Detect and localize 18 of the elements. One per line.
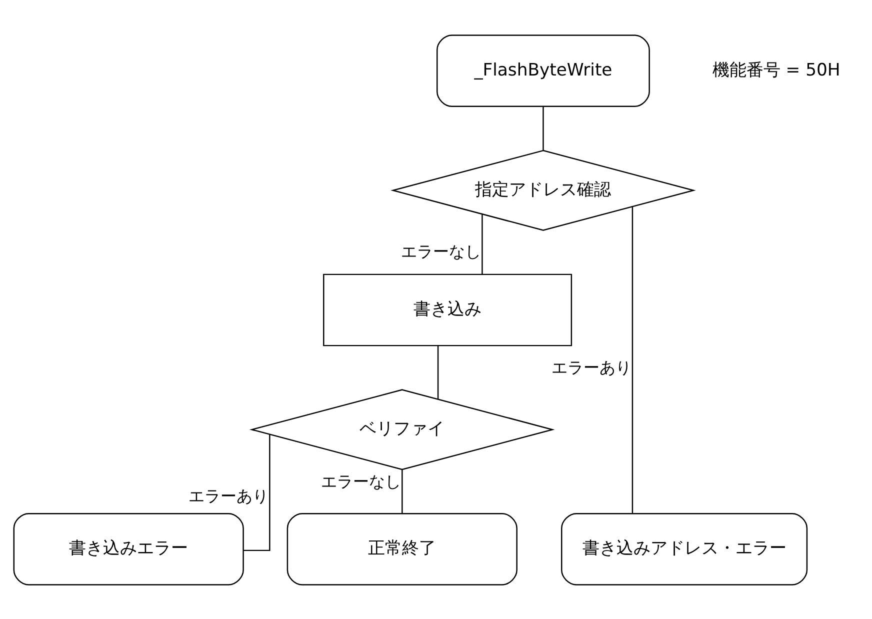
node-diamond: ベリファイ: [249, 388, 554, 470]
edge-label: エラーあり: [550, 357, 631, 376]
node-label: 機能番号 = 50H: [712, 60, 840, 80]
edge-label: エラーなし: [320, 472, 401, 491]
connector: [481, 214, 482, 274]
connector: [401, 469, 402, 513]
edge-label: エラーあり: [188, 486, 268, 505]
connector: [436, 345, 438, 398]
connector: [631, 206, 633, 513]
connector: [542, 106, 544, 150]
node-box: _FlashByteWrite: [436, 34, 650, 106]
node-box: 書き込み: [322, 273, 572, 346]
edge-label: エラーなし: [400, 242, 481, 261]
node-box: 正常終了: [286, 512, 517, 585]
connector: [242, 434, 270, 551]
node-diamond: 指定アドレス確認: [390, 149, 696, 230]
node-box: 書き込みエラー: [12, 512, 244, 585]
node-box: 書き込みアドレス・エラー: [560, 512, 808, 585]
